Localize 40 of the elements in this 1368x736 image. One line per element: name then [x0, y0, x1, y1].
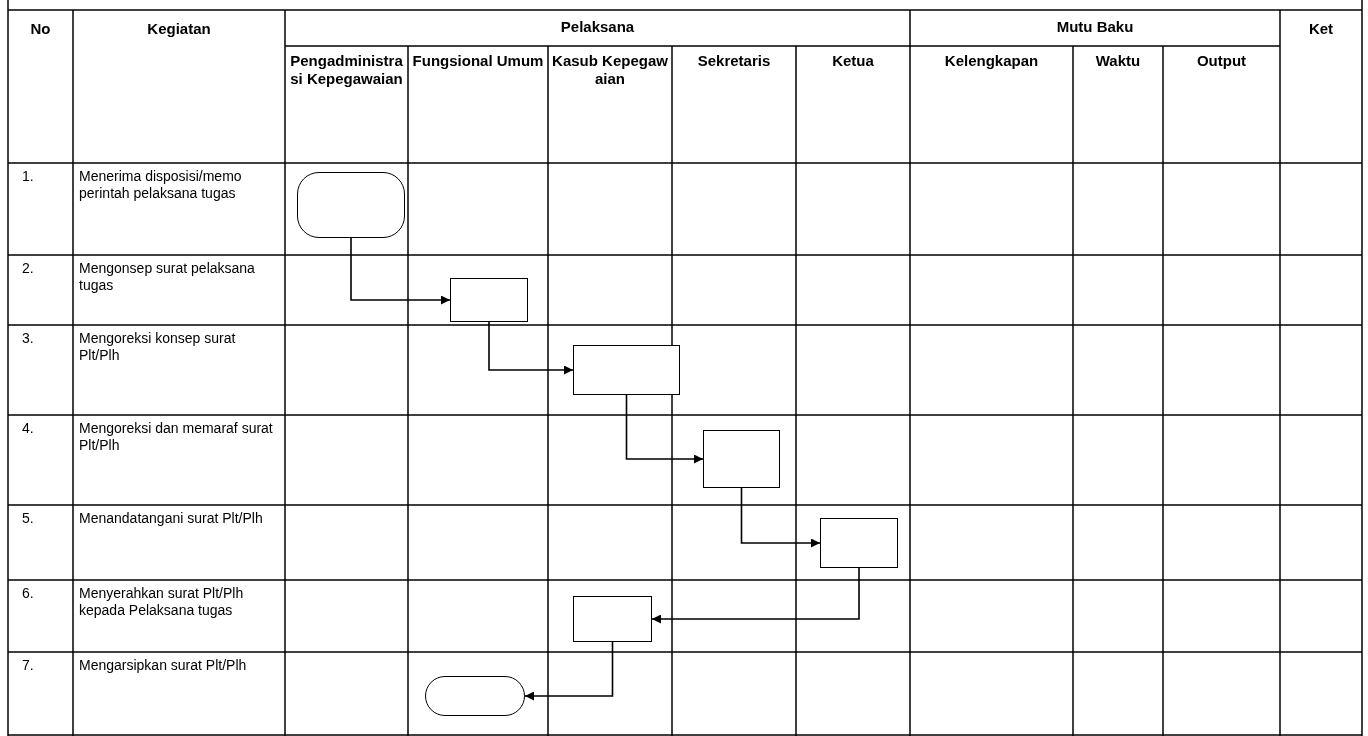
column-header: Ketua	[831, 52, 875, 70]
column-header: Kegiatan	[146, 20, 212, 38]
arrow	[524, 641, 614, 701]
row-number: 5.	[21, 509, 35, 528]
process-box	[450, 278, 528, 322]
row-number: 2.	[21, 259, 35, 278]
activity-text: Mengonsep surat pelaksana tugas	[78, 259, 256, 295]
arrow	[625, 394, 704, 464]
activity-text: Menerima disposisi/memo perintah pelaksana tugas	[78, 167, 243, 203]
terminator-shape	[425, 676, 525, 716]
terminator-shape	[297, 172, 405, 238]
arrow	[651, 567, 860, 624]
activity-text: Mengoreksi dan memaraf surat Plt/Plh	[78, 419, 274, 455]
column-header: No	[29, 20, 52, 38]
process-box	[573, 345, 680, 395]
row-number: 3.	[21, 329, 35, 348]
process-box	[703, 430, 780, 488]
row-number: 7.	[21, 656, 35, 675]
activity-text: Mengoreksi konsep surat Plt/Plh	[78, 329, 237, 365]
column-header: Kelengkapan	[943, 52, 1040, 70]
column-header: Ket	[1307, 20, 1335, 38]
activity-text: Menyerahkan surat Plt/Plh kepada Pelaksana tugas	[78, 584, 245, 620]
row-number: 1.	[21, 167, 35, 186]
column-header: Output	[1195, 52, 1248, 70]
arrow	[488, 321, 574, 375]
column-header: Fungsional Umum	[412, 52, 544, 70]
row-number: 6.	[21, 584, 35, 603]
activity-text: Menandatangani surat Plt/Plh	[78, 509, 264, 528]
group-header: Pelaksana	[559, 18, 636, 36]
group-header: Mutu Baku	[1055, 18, 1135, 36]
column-header: Sekretaris	[696, 52, 772, 70]
arrow	[740, 487, 821, 548]
column-header: Kasub Kepegawaian	[552, 52, 668, 88]
row-number: 4.	[21, 419, 35, 438]
column-header: Waktu	[1094, 52, 1142, 70]
arrow	[350, 237, 451, 305]
process-box	[820, 518, 898, 568]
column-header: Pengadministrasi Kepegawaian	[289, 52, 404, 88]
activity-text: Mengarsipkan surat Plt/Plh	[78, 656, 248, 675]
process-box	[573, 596, 652, 642]
